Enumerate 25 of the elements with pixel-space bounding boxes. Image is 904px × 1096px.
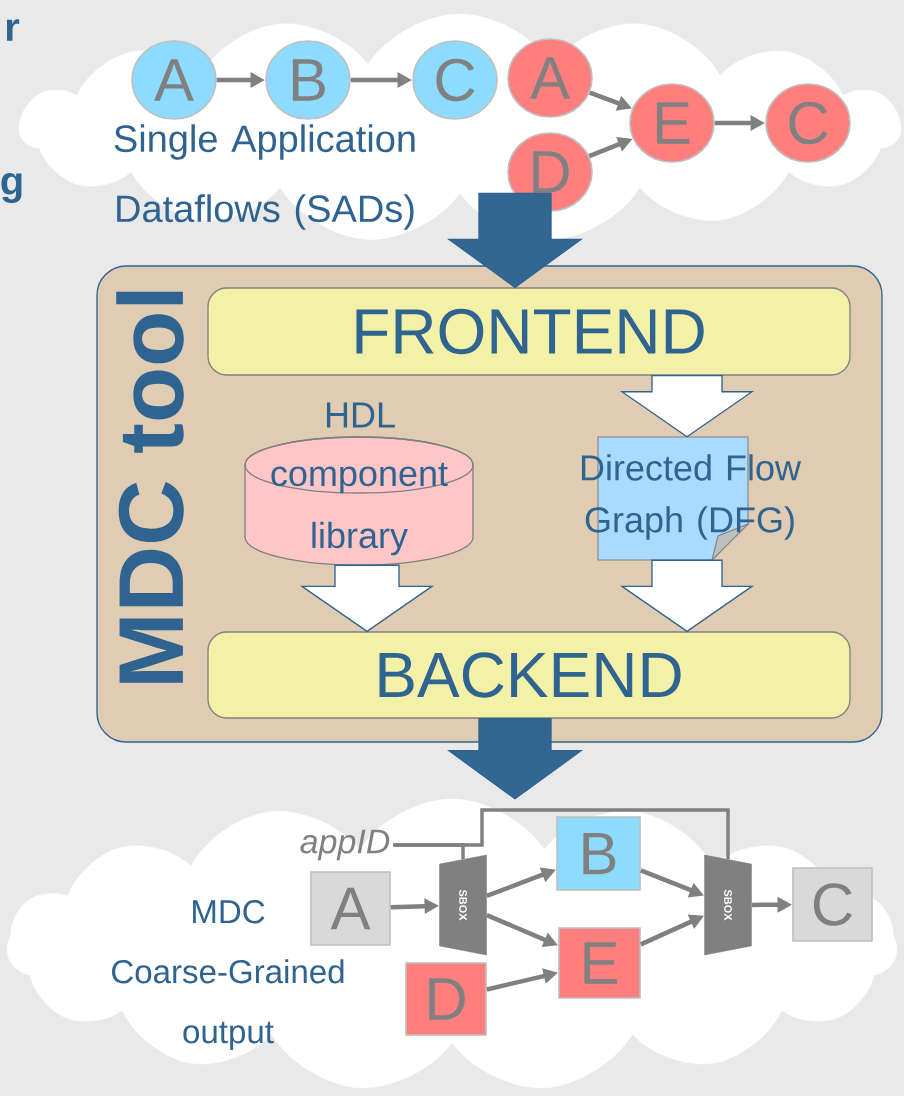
database-cylinder: component library — [244, 436, 474, 566]
block-arrow — [446, 192, 584, 289]
circle-node: A — [507, 38, 593, 118]
stage-box: BACKEND — [207, 631, 851, 719]
square-node: B — [556, 816, 641, 891]
square-node: C — [792, 867, 873, 942]
circle-node: E — [629, 83, 715, 163]
stage-box: FRONTEND — [207, 287, 851, 376]
circle-node: A — [131, 40, 217, 120]
signal-label: appID — [300, 829, 390, 861]
block-arrow — [446, 718, 584, 800]
square-node: E — [558, 927, 641, 999]
switch-box: SBOX — [704, 854, 752, 956]
connector-line — [393, 808, 730, 860]
block-arrow — [619, 375, 755, 438]
square-node: A — [310, 871, 391, 946]
circle-node: C — [765, 83, 851, 163]
circle-node: B — [265, 40, 351, 120]
circle-node: C — [412, 40, 498, 120]
square-node: D — [405, 962, 487, 1036]
cylinder-heading: HDL — [326, 402, 395, 428]
block-arrow — [299, 564, 435, 633]
switch-box: SBOX — [439, 854, 487, 956]
text-fragment: r — [6, 19, 20, 41]
block-arrow — [619, 559, 755, 633]
